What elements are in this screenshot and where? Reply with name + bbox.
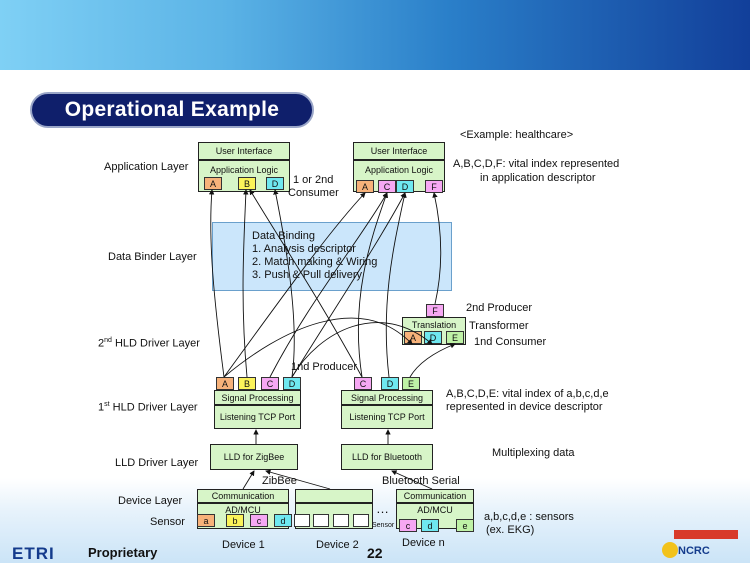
- wire-devn-bt: [391, 470, 433, 490]
- slide-title-pill: Operational Example: [30, 92, 314, 128]
- label-hld1-layer: 1st HLD Driver Layer: [98, 401, 198, 414]
- label-device-layer: Device Layer: [118, 495, 183, 507]
- wire-dev2-zig: [265, 469, 331, 490]
- device1-label: Device 1: [222, 539, 265, 551]
- wire-a-to-translation: [223, 317, 413, 378]
- bluetooth-serial-note: Bluetooth Serial: [382, 475, 460, 487]
- app2-user-interface: User Interface: [353, 142, 445, 160]
- app1-tag-b: B: [238, 177, 256, 190]
- lld-bluetooth-box: LLD for Bluetooth: [341, 444, 433, 470]
- sensors-note-2: (ex. EKG): [486, 524, 535, 536]
- wire-a-to-app2: [223, 192, 366, 378]
- hld1-right-listening-tcp: Listening TCP Port: [341, 405, 433, 429]
- device2-sensor-slot: [294, 514, 310, 527]
- device2-sensor-slot: [313, 514, 329, 527]
- consumer-note-1: 1 or 2nd: [293, 174, 334, 186]
- sensor-small-label: Sensor: [372, 522, 395, 529]
- binder-line-2: 1. Analysis descriptor: [252, 243, 356, 255]
- sensors-note-1: a,b,c,d,e : sensors: [484, 511, 574, 523]
- device2-label: Device 2: [316, 539, 359, 551]
- second-producer-note: 2nd Producer: [466, 302, 533, 314]
- ellipsis: …: [376, 501, 389, 516]
- devicen-sensor-e: e: [456, 519, 474, 532]
- wire-c-right-to-app1: [249, 189, 363, 378]
- example-note: <Example: healthcare>: [460, 129, 574, 141]
- hld1-right-tag-c: C: [354, 377, 372, 390]
- hld1-right-signal-processing: Signal Processing: [341, 390, 433, 405]
- app2-tag-a: A: [356, 180, 374, 193]
- device2-sensor-slot: [353, 514, 369, 527]
- zigbee-note: ZibBee: [262, 475, 297, 487]
- wire-e-right: [409, 343, 456, 378]
- devicen-sensor-c: c: [399, 519, 417, 532]
- lld-zigbee-box: LLD for ZigBee: [210, 444, 298, 470]
- label-lld-layer: LLD Driver Layer: [115, 457, 199, 469]
- first-producer-note: 1nd Producer: [291, 361, 358, 373]
- footer-band: [0, 478, 750, 563]
- transformer-note: Transformer: [469, 320, 529, 332]
- device1-sensor-d: d: [274, 514, 292, 527]
- hld1-left-listening-tcp: Listening TCP Port: [214, 405, 301, 429]
- wire-d-right: [385, 192, 407, 378]
- page-number: 22: [367, 545, 383, 561]
- wire-f-up: [432, 192, 442, 305]
- device2-communication: [295, 489, 373, 503]
- hld1-left-signal-processing: Signal Processing: [214, 390, 301, 405]
- device2-sensor-slot: [333, 514, 349, 527]
- hld1-left-tag-a: A: [216, 377, 234, 390]
- translation-tag-f: F: [426, 304, 444, 317]
- devicen-label: Device n: [402, 537, 445, 549]
- slide-title: Operational Example: [64, 98, 280, 121]
- device1-sensor-a: a: [197, 514, 215, 527]
- hld1-left-tag-b: B: [238, 377, 256, 390]
- header-banner: [0, 0, 750, 70]
- device1-sensor-c: c: [250, 514, 268, 527]
- app2-tag-f: F: [425, 180, 443, 193]
- binder-line-1: Data Binding: [252, 230, 315, 242]
- devicen-communication: Communication: [396, 489, 474, 503]
- wire-d-to-translation: [291, 322, 433, 378]
- wire-a-left: [208, 189, 225, 378]
- data-binder-box: [212, 222, 452, 291]
- label-binder-layer: Data Binder Layer: [108, 251, 197, 263]
- label-sensor: Sensor: [150, 516, 185, 528]
- binder-line-3: 2. Match making & Wiring: [252, 256, 377, 268]
- proprietary-label: Proprietary: [88, 545, 158, 560]
- wire-d-to-app2: [291, 192, 406, 378]
- consumer-note-2: Consumer: [288, 187, 339, 199]
- ncrc-logo: NCRC: [660, 530, 742, 562]
- hld1-right-tag-d: D: [381, 377, 399, 390]
- devicen-sensor-d: d: [421, 519, 439, 532]
- hld1-right-tag-e: E: [402, 377, 420, 390]
- wire-d-left: [273, 189, 295, 378]
- wire-c-to-app2: [269, 192, 388, 378]
- label-application-layer: Application Layer: [104, 161, 189, 173]
- label-hld2-layer: 2nd HLD Driver Layer: [98, 337, 200, 350]
- wire-b-left: [242, 189, 249, 378]
- vital-dev-note-1: A,B,C,D,E: vital index of a,b,c,d,e: [446, 388, 609, 400]
- vital-dev-note-2: represented in device descriptor: [446, 401, 603, 413]
- svg-text:NCRC: NCRC: [678, 545, 710, 557]
- vital-app-note-1: A,B,C,D,F: vital index represented: [453, 158, 620, 170]
- wire-c-right: [357, 192, 389, 378]
- etri-logo: ETRI: [12, 544, 55, 563]
- device1-communication: Communication: [197, 489, 289, 503]
- device1-sensor-b: b: [226, 514, 244, 527]
- hld1-left-tag-c: C: [261, 377, 279, 390]
- binder-line-4: 3. Push & Pull delivery: [252, 269, 363, 281]
- vital-app-note-2: in application descriptor: [480, 172, 596, 184]
- first-consumer-note: 1nd Consumer: [474, 336, 547, 348]
- hld1-left-tag-d: D: [283, 377, 301, 390]
- app1-user-interface: User Interface: [198, 142, 290, 160]
- wire-dev1-zig: [242, 470, 255, 490]
- multiplexing-note: Multiplexing data: [492, 447, 575, 459]
